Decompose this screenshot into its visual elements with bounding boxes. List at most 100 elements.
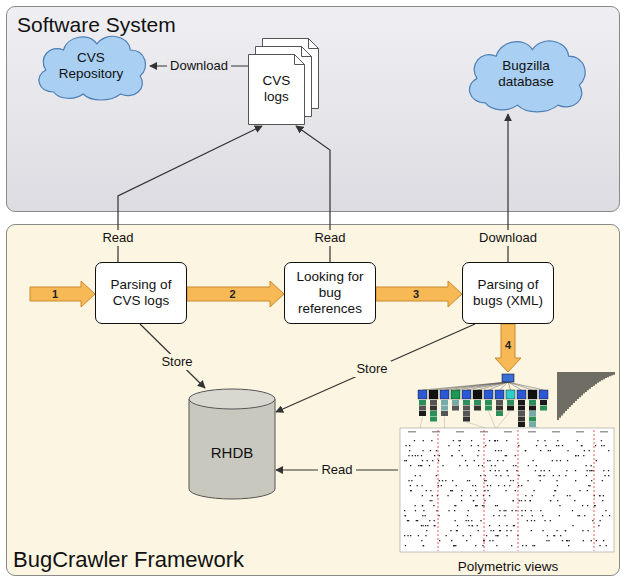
chart-dot <box>519 500 520 501</box>
chart-dot <box>429 465 430 466</box>
chart-dot <box>410 490 411 491</box>
chart-dot <box>451 490 452 491</box>
cloud-store: Bugzilla database <box>462 34 590 114</box>
chart-dot <box>565 530 566 531</box>
metric-cell <box>529 422 536 427</box>
chart-dot <box>506 455 507 456</box>
chart-dot <box>515 465 516 466</box>
chart-dot <box>591 480 592 481</box>
chart-dot <box>460 440 461 441</box>
chart-dot <box>525 500 526 501</box>
chart-dot <box>589 450 590 451</box>
leader-line <box>489 411 496 428</box>
chart-dot <box>550 500 551 501</box>
chart-dot <box>465 460 466 461</box>
chart-dot <box>507 470 508 471</box>
chart-dot <box>455 505 456 506</box>
chart-dot <box>415 455 416 456</box>
node-label: RHDB <box>188 408 276 498</box>
process-box: Looking for bug references <box>284 262 376 324</box>
chart-dot <box>547 535 548 536</box>
chart-dot <box>515 490 516 491</box>
histogram-bar <box>583 372 584 394</box>
marker-line <box>438 430 439 551</box>
chart-dot <box>577 440 578 441</box>
metric-cell <box>430 411 437 416</box>
chart-dot <box>484 540 485 541</box>
chart-dot <box>575 470 576 471</box>
tree-node <box>429 390 438 399</box>
chart-dot <box>531 510 532 511</box>
chart-dot <box>482 505 483 506</box>
leader-line <box>467 422 486 428</box>
chart-dot <box>506 525 507 526</box>
chart-dot <box>472 485 473 486</box>
chart-dot <box>475 505 476 506</box>
chart-dot <box>556 480 557 481</box>
chart-dot <box>484 500 485 501</box>
metric-cell <box>463 406 470 411</box>
chart-dot <box>506 530 507 531</box>
callout-number: 4 <box>505 339 511 351</box>
red-markers <box>438 430 594 551</box>
chart-dot <box>591 470 592 471</box>
leader-line <box>444 417 445 429</box>
chart-dot <box>574 500 575 501</box>
chart-dot <box>595 445 596 446</box>
chart-dot <box>602 515 603 516</box>
chart-dot <box>550 520 551 521</box>
chart-dot <box>473 500 474 501</box>
chart-dot <box>544 470 545 471</box>
chart-dot <box>453 545 454 546</box>
chart-dot <box>495 450 496 451</box>
metric-cell <box>463 417 470 422</box>
chart-dot <box>510 530 511 531</box>
chart-dot <box>608 470 609 471</box>
histogram-bar <box>609 372 610 376</box>
histogram-bar <box>585 372 586 392</box>
axis-tick <box>408 431 416 433</box>
histogram-bar <box>611 372 612 375</box>
chart-dot <box>534 520 535 521</box>
callout-number: 2 <box>229 288 235 300</box>
chart-dot <box>554 490 555 491</box>
chart-dot <box>553 535 554 536</box>
chart-dot <box>470 535 471 536</box>
chart-dot <box>475 490 476 491</box>
chart-dot <box>566 470 567 471</box>
chart-dot <box>527 480 528 481</box>
chart-dot <box>478 450 479 451</box>
chart-dot <box>427 525 428 526</box>
metric-cell <box>518 411 525 416</box>
chart-dot <box>439 480 440 481</box>
chart-dot <box>405 515 406 516</box>
chart-dot <box>528 465 529 466</box>
metric-cell <box>529 417 536 422</box>
system-panel: BugCrawler FrameworkParsing of CVS logsL… <box>6 224 620 576</box>
chart-dot <box>495 505 496 506</box>
chart-dot <box>583 455 584 456</box>
chart-dot <box>578 455 579 456</box>
view-caption: Polymetric views <box>398 558 618 576</box>
chart-dot <box>451 455 452 456</box>
histogram-bar <box>579 372 580 397</box>
histogram-bar <box>563 372 564 413</box>
chart-dot <box>514 525 515 526</box>
chart-dot <box>408 455 409 456</box>
chart-dot <box>535 470 536 471</box>
chart-dot <box>526 545 527 546</box>
chart-dot <box>583 540 584 541</box>
chart-dot <box>513 480 514 481</box>
process-box: Parsing of CVS logs <box>95 262 187 324</box>
connector-line <box>140 324 205 388</box>
chart-dot <box>575 455 576 456</box>
chart-dot <box>512 510 513 511</box>
histogram-bar <box>607 372 608 377</box>
histogram-bar <box>593 372 594 386</box>
chart-dot <box>409 450 410 451</box>
chart-dot <box>601 440 602 441</box>
chart-dot <box>414 440 415 441</box>
metric-cell <box>463 411 470 416</box>
chart-dot <box>497 535 498 536</box>
chart-dot <box>423 510 424 511</box>
